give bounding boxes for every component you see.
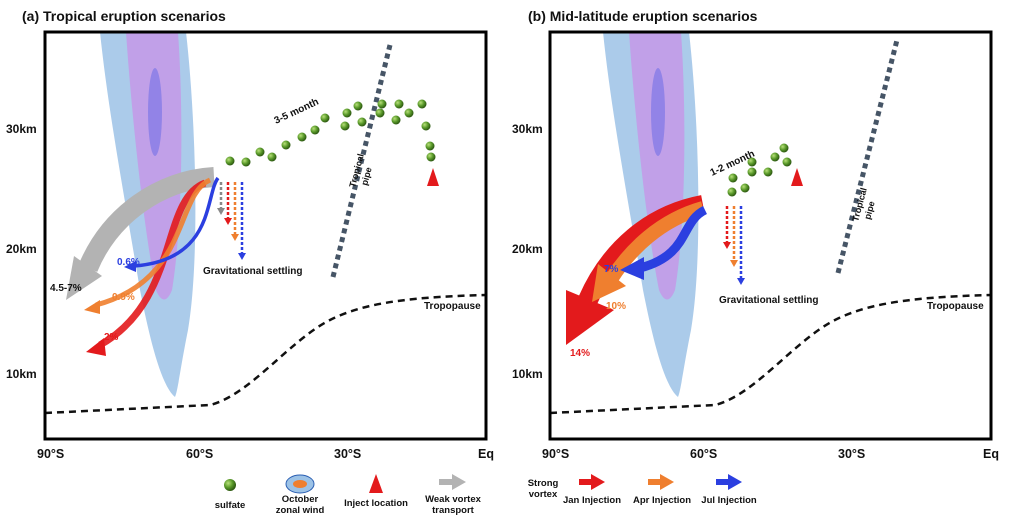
vortex-center [651, 68, 665, 156]
legend-sulfate: sulfate [215, 500, 246, 511]
tropopause-a [44, 293, 487, 415]
tropopause-b [549, 293, 992, 415]
ytick-b-10: 10km [512, 367, 543, 381]
ytick-a-30: 30km [6, 122, 37, 136]
legend-apr: Apr Injection [633, 495, 691, 506]
ytick-b-20: 20km [512, 242, 543, 256]
xtick-b-90: 90°S [542, 447, 569, 461]
jul-arrow-b [638, 205, 708, 273]
apr-percent-b: 10% [606, 301, 626, 312]
weak-vortex-arrow [78, 167, 215, 273]
sulfate-path-b [727, 143, 792, 197]
panel-a: (a) Tropical eruption scenarios [6, 8, 494, 461]
pipe-label-b-2: pipe [862, 200, 876, 220]
legend-strong-vortex-1: Strong [528, 478, 559, 489]
jul-arrowhead-a [124, 261, 136, 272]
weak-percent-a: 4.5-7% [50, 283, 82, 294]
inject-location-a [427, 168, 439, 186]
settling-arrows-b [723, 206, 745, 285]
settling-arrows-a [217, 182, 246, 260]
xtick-a-60: 60°S [186, 447, 213, 461]
jan-percent-a: 2% [104, 332, 119, 343]
jan-percent-b: 14% [570, 348, 590, 359]
apr-arrowhead-b [592, 264, 626, 302]
jul-percent-a: 0.6% [117, 257, 140, 268]
legend: sulfate October zonal wind Inject locati… [215, 474, 757, 516]
xtick-b-eq: Eq [983, 447, 999, 461]
apr-arrow-b [606, 201, 706, 282]
legend-jul: Jul Injection [701, 495, 757, 506]
xtick-a-90: 90°S [37, 447, 64, 461]
xtick-a-eq: Eq [478, 447, 494, 461]
inject-location-b [791, 168, 803, 186]
vortex-center [148, 68, 162, 156]
panel-b-title: (b) Mid-latitude eruption scenarios [528, 8, 758, 24]
legend-inject-location: Inject location [344, 498, 408, 509]
jul-arrowhead-b [620, 257, 644, 280]
settling-label-b: Gravitational settling [719, 295, 818, 306]
legend-strong-vortex-2: vortex [529, 489, 558, 500]
ytick-a-10: 10km [6, 367, 37, 381]
zonal-wind-icon [285, 474, 315, 494]
panel-b: (b) Mid-latitude eruption scenarios [512, 8, 999, 461]
tropopause-label-b: Tropopause [927, 301, 984, 312]
inject-location-icon [369, 474, 383, 493]
legend-weak-vortex-1: Weak vortex [425, 494, 482, 505]
weak-vortex-icon [439, 474, 466, 490]
polar-vortex-core [629, 32, 685, 300]
settling-label-a: Gravitational settling [203, 266, 302, 277]
legend-weak-vortex-2: transport [432, 505, 475, 516]
weak-vortex-arrowhead [66, 256, 102, 300]
ytick-a-20: 20km [6, 242, 37, 256]
legend-zonal-wind-1: October [282, 494, 319, 505]
plot-frame-b [548, 30, 993, 441]
legend-zonal-wind-2: zonal wind [276, 505, 325, 516]
pipe-label-a-2: pipe [359, 166, 373, 186]
jan-icon [579, 474, 605, 490]
plot-frame-a [43, 30, 488, 441]
ytick-b-30: 30km [512, 122, 543, 136]
xtick-b-30: 30°S [838, 447, 865, 461]
xtick-a-30: 30°S [334, 447, 361, 461]
polar-vortex-core [126, 32, 182, 300]
tropopause-label-a: Tropopause [424, 301, 481, 312]
apr-arrow-a [95, 177, 212, 308]
apr-icon [648, 474, 674, 490]
jan-arrowhead-a [86, 338, 106, 356]
jul-arrow-a [133, 176, 220, 268]
apr-percent-a: 0.9% [112, 292, 135, 303]
transport-time-label-a: 3-5 month [273, 97, 321, 127]
tropical-pipe-line [835, 39, 900, 274]
sulfate-path-a [225, 99, 436, 167]
apr-arrowhead-a [84, 300, 100, 314]
sulfate-icon [224, 479, 236, 491]
xtick-b-60: 60°S [690, 447, 717, 461]
legend-jan: Jan Injection [563, 495, 621, 506]
jan-arrowhead-b [566, 290, 614, 345]
tropical-pipe-line [330, 44, 393, 278]
panel-a-title: (a) Tropical eruption scenarios [22, 8, 226, 24]
jul-percent-b: 7% [604, 264, 619, 275]
jul-icon [716, 474, 742, 490]
